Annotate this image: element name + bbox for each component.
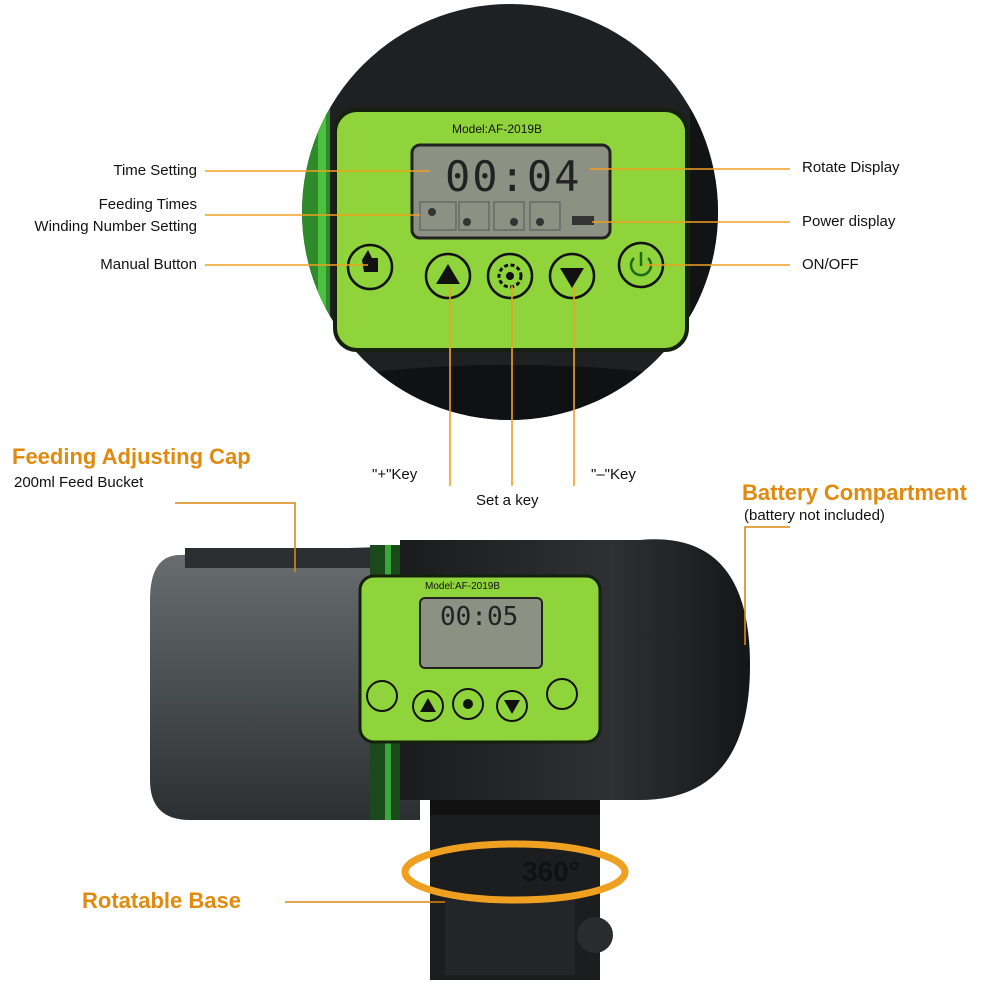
label-minus-key: "–"Key — [591, 466, 636, 483]
set-key-button[interactable] — [486, 252, 534, 300]
callout-lines — [205, 168, 790, 486]
label-rotatable-base: Rotatable Base — [82, 888, 241, 913]
callout-lines-bottom — [175, 502, 790, 903]
model-label-bottom: Model:AF-2019B — [425, 581, 501, 592]
gear-icon — [497, 263, 523, 289]
label-battery: Battery Compartment — [742, 480, 967, 505]
rotation-label: 360° — [522, 856, 580, 887]
lcd-time-bottom: 00:05 — [440, 602, 519, 632]
power-icon — [629, 252, 653, 277]
label-winding-number: Winding Number Setting — [34, 218, 197, 235]
label-manual-button: Manual Button — [100, 256, 197, 273]
label-time-setting: Time Setting — [113, 162, 197, 179]
model-label-top: Model:AF-2019B — [452, 122, 543, 136]
hand-pointer-icon — [362, 250, 378, 272]
triangle-up-icon — [436, 264, 460, 284]
label-rotate-display: Rotate Display — [802, 159, 900, 176]
label-on-off: ON/OFF — [802, 256, 859, 273]
label-power-display: Power display — [802, 213, 896, 230]
rotation-ring — [401, 840, 629, 904]
label-plus-key: "+"Key — [372, 466, 418, 483]
manual-button[interactable] — [346, 243, 394, 291]
plus-key-button[interactable] — [424, 252, 472, 300]
feeder-body — [150, 539, 750, 980]
minus-key-button[interactable] — [548, 252, 596, 300]
lcd-time-top: 00:04 — [445, 152, 582, 201]
label-set-key: Set a key — [476, 492, 539, 509]
label-feeding-times: Feeding Times — [98, 196, 197, 213]
label-battery-note: (battery not included) — [744, 507, 885, 524]
label-feeding-cap: Feeding Adjusting Cap — [12, 444, 251, 469]
label-feed-bucket: 200ml Feed Bucket — [14, 474, 144, 491]
triangle-down-icon — [560, 268, 584, 288]
